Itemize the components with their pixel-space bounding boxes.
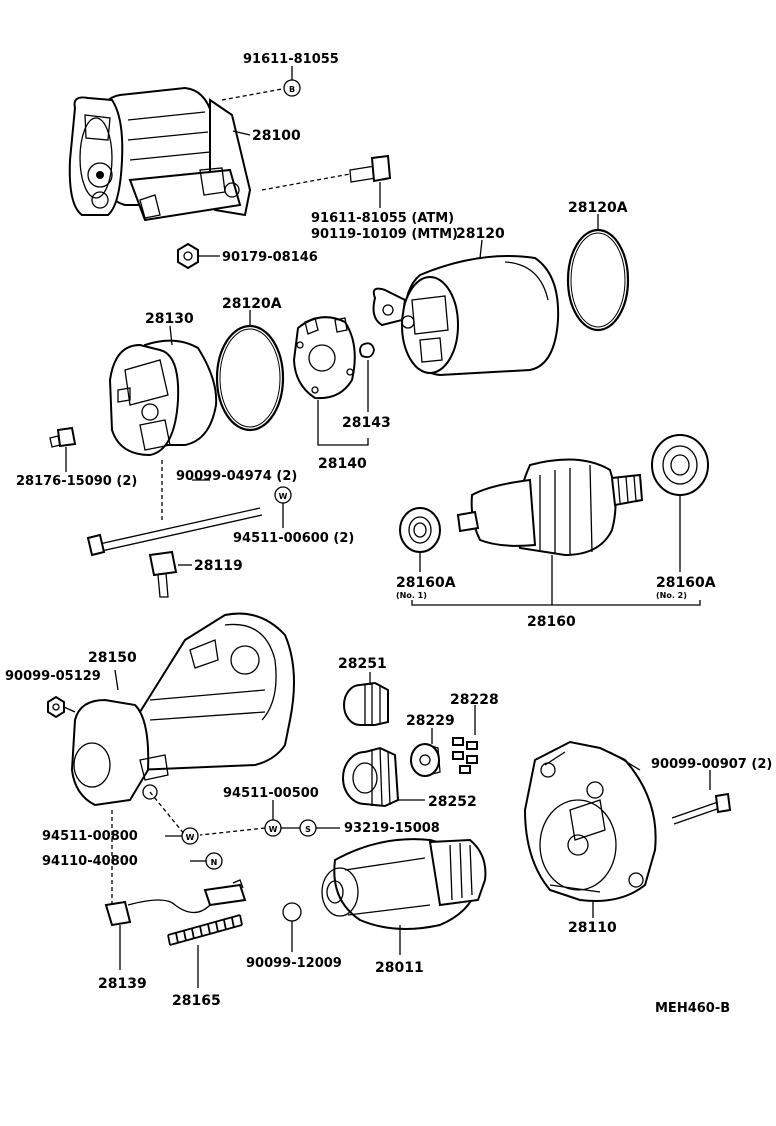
- steel-ball-90099-12009[interactable]: [282, 902, 302, 922]
- label-28120A-left: 28120A: [222, 296, 282, 312]
- label-28165: 28165: [172, 993, 221, 1009]
- label-28130: 28130: [145, 311, 194, 327]
- label-90119-mtm: 90119-10109 (MTM): [311, 227, 458, 242]
- label-28160A-no1: 28160A: [396, 575, 456, 591]
- label-28176-15090: 28176-15090 (2): [16, 474, 137, 489]
- lead-wire-28139[interactable]: [104, 810, 247, 927]
- label-90179-08146: 90179-08146: [222, 250, 318, 265]
- symbol-w-letter-3: W: [186, 833, 195, 842]
- label-28011: 28011: [375, 960, 424, 976]
- end-frame-28130[interactable]: [108, 339, 218, 457]
- label-28119: 28119: [194, 558, 243, 574]
- through-bolt-90099-04974[interactable]: [86, 460, 263, 557]
- nut-90179-08146[interactable]: [177, 242, 199, 270]
- yoke-housing-28150[interactable]: [70, 612, 295, 807]
- o-ring-28120A-right[interactable]: [566, 228, 630, 332]
- gear-28251[interactable]: [343, 681, 389, 726]
- label-no1: (No. 1): [396, 591, 427, 600]
- nut-90099-05129[interactable]: [47, 695, 76, 719]
- armature-28160[interactable]: [456, 458, 644, 557]
- drawing-code: MEH460-B: [655, 1001, 730, 1016]
- symbol-w-letter-2: W: [269, 825, 278, 834]
- screw-28176-15090[interactable]: [49, 426, 77, 448]
- spring-28165[interactable]: [167, 914, 243, 946]
- label-28228: 28228: [450, 692, 499, 708]
- label-28160A-no2: 28160A: [656, 575, 716, 591]
- starter-assembly-28100[interactable]: [68, 86, 252, 222]
- brush-holder-28140[interactable]: [292, 316, 356, 400]
- label-28143: 28143: [342, 415, 391, 431]
- label-94511-00800: 94511-00800: [42, 829, 138, 844]
- label-28100: 28100: [252, 128, 301, 144]
- magnet-switch-28120[interactable]: [372, 255, 560, 377]
- symbol-b-letter: B: [289, 85, 295, 94]
- bearing-28160A-no1[interactable]: [399, 507, 441, 553]
- clip-28143[interactable]: [359, 342, 375, 359]
- label-28139: 28139: [98, 976, 147, 992]
- label-28251: 28251: [338, 656, 387, 672]
- retainer-28229[interactable]: [410, 743, 441, 777]
- bolt-91611-81055[interactable]: [261, 154, 392, 208]
- o-ring-28120A-left[interactable]: [215, 324, 285, 432]
- label-94110-40800: 94110-40800: [42, 854, 138, 869]
- starter-clutch-28011[interactable]: [321, 838, 487, 930]
- label-28120: 28120: [456, 226, 505, 242]
- label-90099-05129: 90099-05129: [5, 669, 101, 684]
- label-90099-12009: 90099-12009: [246, 956, 342, 971]
- starter-housing-28110[interactable]: [523, 740, 657, 902]
- label-93219-15008: 93219-15008: [344, 821, 440, 836]
- label-90099-00907: 90099-00907 (2): [651, 757, 772, 772]
- label-94511-00500: 94511-00500: [223, 786, 319, 801]
- label-no2: (No. 2): [656, 591, 687, 600]
- label-91611-atm: 91611-81055 (ATM): [311, 211, 454, 226]
- terminal-bolt-28119[interactable]: [148, 550, 178, 598]
- label-28140: 28140: [318, 456, 367, 472]
- label-28229: 28229: [406, 713, 455, 729]
- gear-28252[interactable]: [342, 746, 400, 808]
- symbol-n-letter: N: [211, 858, 218, 867]
- bearing-28160A-no2[interactable]: [651, 434, 709, 496]
- label-90099-04974: 90099-04974 (2): [176, 469, 297, 484]
- bolt-90099-00907[interactable]: [671, 792, 732, 825]
- label-28110: 28110: [568, 920, 617, 936]
- label-91611-81055: 91611-81055: [243, 52, 339, 67]
- symbol-s-letter: S: [305, 825, 311, 834]
- label-28252: 28252: [428, 794, 477, 810]
- label-28120A-right: 28120A: [568, 200, 628, 216]
- label-28160: 28160: [527, 614, 576, 630]
- rollers-28228[interactable]: [452, 737, 478, 774]
- symbol-w-letter: W: [279, 492, 288, 501]
- label-28150: 28150: [88, 650, 137, 666]
- label-94511-00600: 94511-00600 (2): [233, 531, 354, 546]
